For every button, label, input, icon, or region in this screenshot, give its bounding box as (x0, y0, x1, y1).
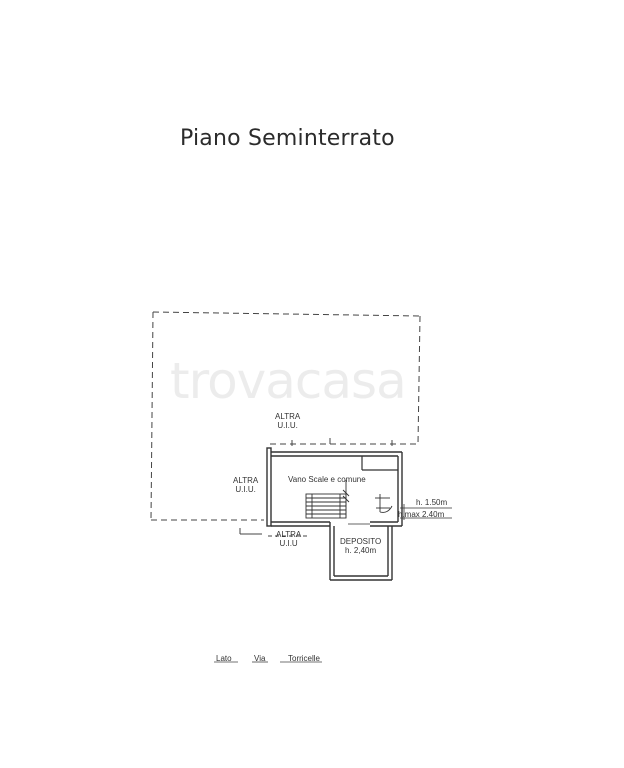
label-height-max: h.max 2.40m (398, 510, 445, 519)
label-deposito-line2: h. 2,40m (345, 546, 377, 555)
street-name: Torricelle (288, 654, 321, 663)
label-altra-bottom-line1: ALTRA (276, 530, 302, 539)
label-altra-bottom-line2: U.I.U (279, 539, 298, 548)
label-deposito-line1: DEPOSITO (340, 537, 382, 546)
label-altra-top: ALTRA U.I.U. (275, 412, 300, 430)
wall-ticks (291, 438, 393, 446)
stair-steps (305, 480, 350, 519)
label-height-150: h. 1.50m (416, 498, 448, 507)
label-altra-left-line2: U.I.U. (235, 485, 256, 494)
height-markers (400, 504, 452, 520)
outer-boundary (150, 311, 421, 521)
door-marks (375, 494, 393, 513)
stairwell-walls (266, 447, 403, 527)
plan-title: Piano Seminterrato (180, 126, 395, 151)
street-via: Via (254, 654, 266, 663)
label-altra-top-line2: U.I.U. (277, 421, 298, 430)
label-altra-left: ALTRA U.I.U. (233, 476, 258, 494)
watermark-logo: trovacasa (170, 352, 407, 410)
label-deposito: DEPOSITO h. 2,40m (340, 537, 381, 555)
street-lato: Lato (216, 654, 232, 663)
stair-recess (361, 456, 398, 471)
label-altra-left-line1: ALTRA (233, 476, 259, 485)
deposito-room (329, 522, 393, 581)
label-vano-scale: Vano Scale e comune (288, 475, 366, 484)
label-altra-bottom: ALTRA U.I.U (276, 530, 301, 548)
lower-left-lines (239, 528, 310, 537)
label-altra-top-line1: ALTRA (275, 412, 301, 421)
